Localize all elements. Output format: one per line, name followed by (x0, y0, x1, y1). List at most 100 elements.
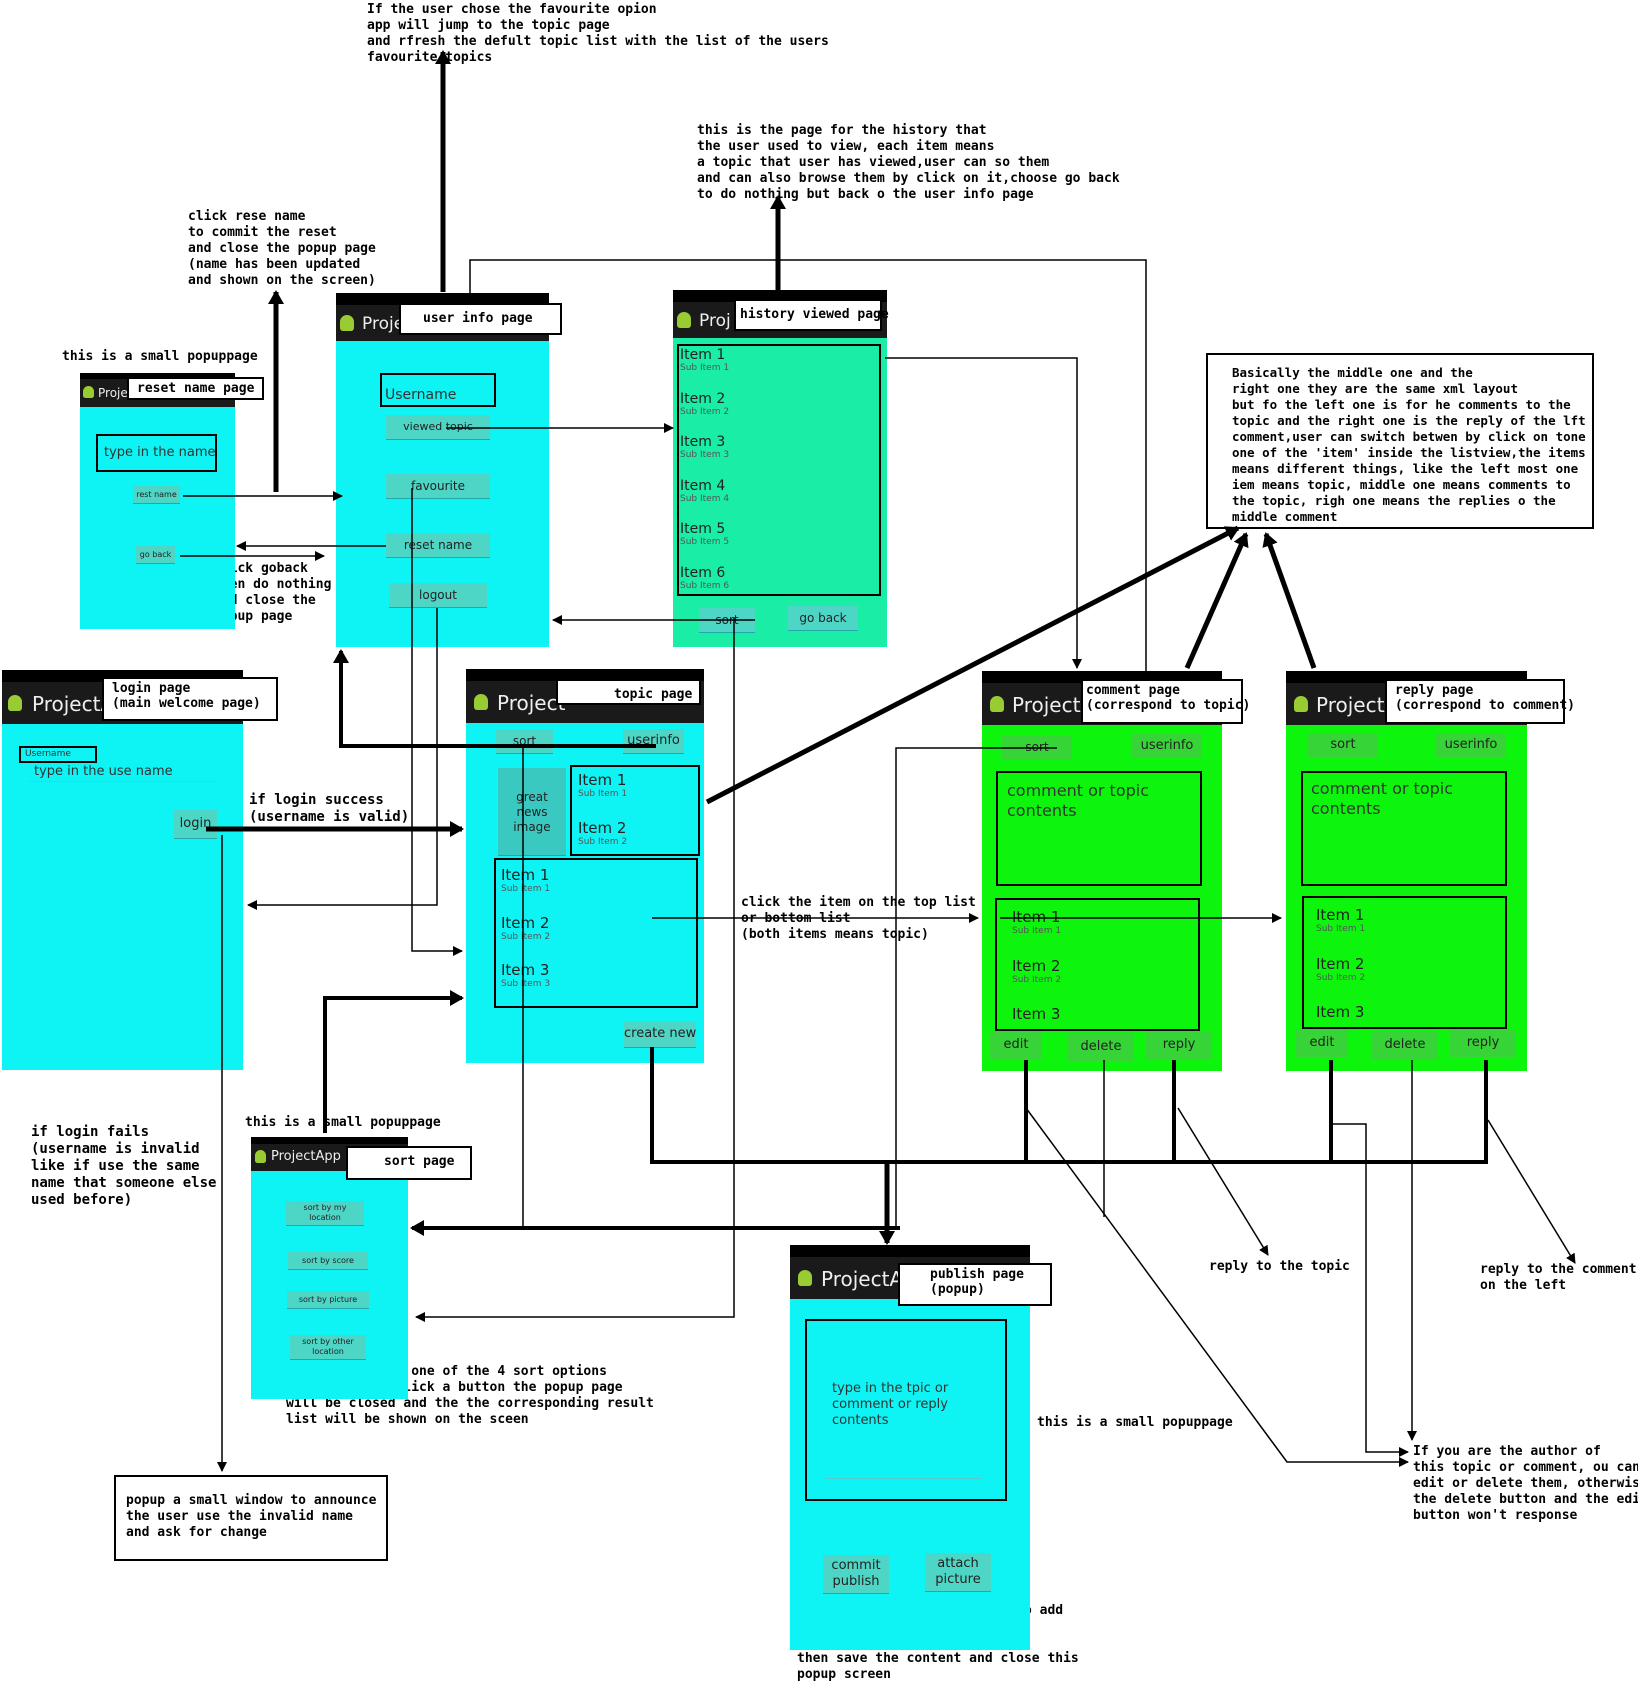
favourite-button[interactable]: favourite (386, 474, 490, 498)
logout-button[interactable]: logout (389, 583, 487, 607)
arrow-reply-to-note (1262, 532, 1317, 669)
user-info-title: user info page (399, 303, 562, 335)
android-icon (474, 694, 488, 710)
note-history: this is the page for the history that th… (697, 123, 1120, 202)
android-icon (677, 312, 691, 328)
userinfo-button[interactable]: userinfo (1132, 734, 1202, 758)
app-title: ProjectA (1316, 693, 1399, 717)
app-title: ProjectA (1012, 693, 1095, 717)
status-bar (466, 669, 704, 681)
line-create-new-bus (650, 1047, 1488, 1164)
app-title: ProjectA (32, 692, 115, 716)
comment-page-title: comment page (correspond to topic) (1081, 679, 1250, 724)
note-favourite: If the user chose the favourite opion ap… (367, 2, 829, 65)
arrow-history-sort-to-popup (415, 618, 735, 1322)
status-bar (336, 293, 549, 305)
note-reset-commit: click rese name to commit the reset and … (188, 209, 376, 288)
go-back-button[interactable]: go back (788, 606, 858, 630)
arrow-favourite-to-topic (411, 488, 463, 956)
name-input-placeholder: type in the name (104, 445, 216, 460)
reset-name-button[interactable]: reset name (386, 533, 490, 557)
create-new-button[interactable]: create new (624, 1021, 696, 1047)
reset-name-button[interactable]: rest name (133, 486, 180, 503)
input-underline (826, 1478, 981, 1479)
list-item[interactable]: Item 3 (1316, 1003, 1365, 1021)
userinfo-button[interactable]: userinfo (1436, 733, 1506, 757)
sort-by-picture-button[interactable]: sort by picture (287, 1291, 369, 1308)
arrow-topic-to-note (705, 525, 1240, 805)
commit-publish-button[interactable]: commit publish (823, 1555, 889, 1593)
arrow-comment-edit-to-author (1025, 1107, 1409, 1467)
list-item[interactable]: Item 3 (1012, 1005, 1061, 1023)
user-info-screen: Proje Username viewed topic favourite re… (336, 293, 549, 647)
login-button[interactable]: login (174, 810, 217, 838)
note-login-fails: if login fails (username is invalid like… (31, 1124, 217, 1208)
comment-screen: ProjectA sort userinfo comment or topic … (982, 671, 1222, 1071)
news-image[interactable]: great news image (498, 768, 566, 855)
reply-screen: ProjectA sort userinfo comment or topic … (1286, 671, 1527, 1071)
line-top-loop (469, 259, 1147, 678)
go-back-button[interactable]: go back (136, 546, 175, 563)
reply-button[interactable]: reply (1450, 1029, 1516, 1057)
app-title: ProjectA (821, 1267, 904, 1291)
attach-picture-button[interactable]: attach picture (925, 1553, 991, 1591)
sort-by-score-button[interactable]: sort by score (288, 1252, 368, 1269)
note-reply-comment: reply to the comment on the left (1480, 1262, 1637, 1293)
sort-screen: ProjectApp sort by my location sort by s… (251, 1137, 408, 1399)
username-input-placeholder: type in the use name (34, 764, 173, 779)
sort-by-other-location-button[interactable]: sort by other location (290, 1335, 366, 1359)
note-reply-topic: reply to the topic (1209, 1259, 1350, 1274)
name-input[interactable]: type in the name (96, 434, 217, 472)
app-title: Proj (699, 311, 731, 331)
reply-button[interactable]: reply (1146, 1031, 1212, 1059)
contents-input[interactable]: type in the tpic or comment or reply con… (805, 1319, 1007, 1501)
sort-button[interactable]: sort (1002, 735, 1072, 759)
viewed-topic-button[interactable]: viewed topic (386, 415, 490, 439)
arrow-comment-reply-to-note (1177, 1107, 1269, 1256)
note-small-popup-reset: this is a small popuppage (62, 349, 258, 364)
arrow-history-to-comment (885, 357, 1082, 669)
edit-button[interactable]: edit (1296, 1029, 1348, 1057)
note-layout: Basically the middle one and the right o… (1232, 365, 1586, 524)
contents-display: comment or topic contents (996, 771, 1202, 886)
publish-page-title: publish page (popup) (898, 1263, 1052, 1306)
sort-by-my-location-button[interactable]: sort by my location (286, 1201, 364, 1225)
delete-button[interactable]: delete (1068, 1033, 1134, 1061)
edit-button[interactable]: edit (990, 1031, 1042, 1059)
userinfo-button[interactable]: userinfo (623, 729, 684, 753)
note-login-success: if login success (username is valid) (249, 792, 410, 825)
app-title: Project (497, 691, 566, 715)
sort-button[interactable]: sort (1308, 733, 1378, 757)
android-icon (8, 695, 22, 711)
reply-page-title: reply page (correspond to comment) (1385, 679, 1575, 724)
contents-display: comment or topic contents (1301, 771, 1507, 886)
username-input[interactable]: type in the use name (28, 761, 218, 782)
username-label-text: Username (25, 749, 71, 759)
status-bar (80, 373, 235, 379)
delete-button[interactable]: delete (1372, 1031, 1438, 1059)
android-icon (83, 386, 94, 398)
login-screen: ProjectA Username type in the use name l… (2, 670, 243, 1070)
app-title: Proje (98, 386, 128, 400)
